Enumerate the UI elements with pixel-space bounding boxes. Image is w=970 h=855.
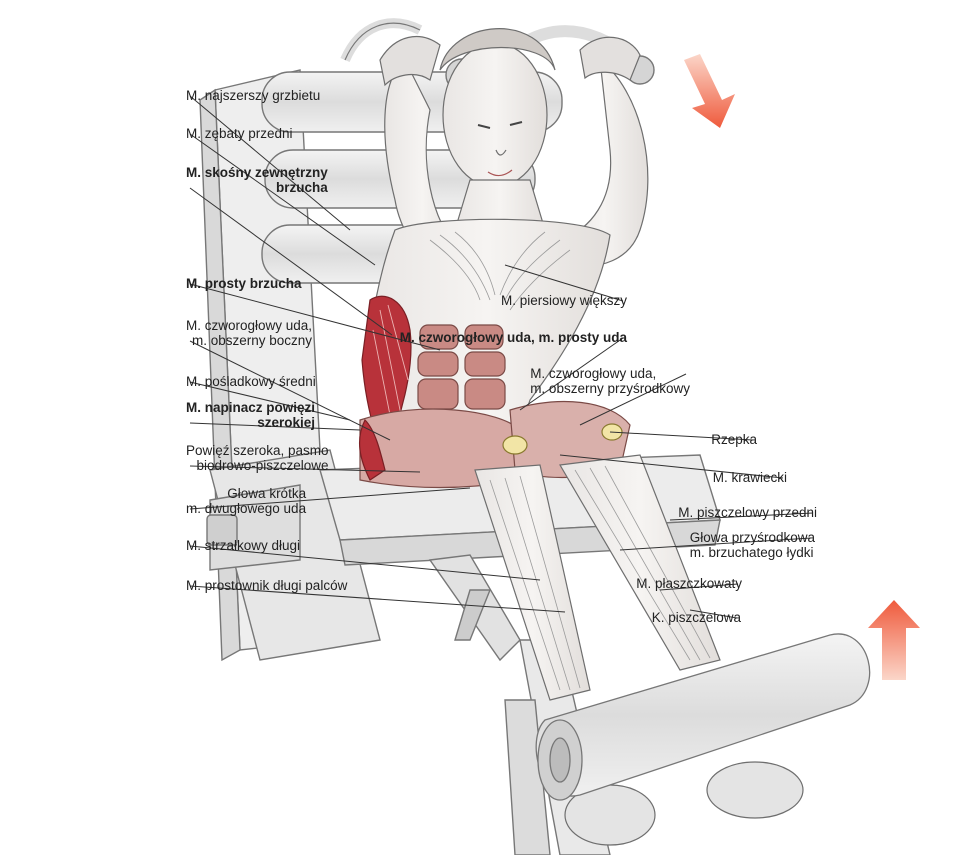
leader-pectoralis [504, 264, 624, 302]
label-rectus-abd: M. prosty brzucha [186, 276, 302, 291]
label-peroneus-line: M. strzałkowy długi [186, 538, 301, 553]
leader-obliquus [189, 187, 393, 336]
label-pectoralis: M. piersiowy większy [501, 293, 627, 308]
label-tib-ant: M. piszczelowy przedni [678, 505, 817, 520]
label-biceps-fem-line: Głowa krótka [227, 486, 307, 501]
label-gluteus-med: M. pośladkowy średni [186, 374, 316, 389]
leader-serratus [189, 133, 376, 266]
leader-it-band [189, 465, 421, 473]
label-sartorius-line: M. krawiecki [712, 470, 787, 485]
leader-tensor [189, 422, 361, 431]
label-vastus-med-line: m. obszerny przyśrodkowy [530, 381, 690, 396]
label-sartorius: M. krawiecki [713, 470, 787, 485]
leader-lines [189, 95, 814, 619]
leader-sartorius [559, 454, 784, 479]
label-tibia-line: K. piszczelowa [651, 610, 741, 625]
label-rectus-abd-line: M. prosty brzucha [186, 276, 302, 291]
label-tibia: K. piszczelowa [652, 610, 741, 625]
leader-tib-ant [669, 512, 814, 521]
label-tib-ant-line: M. piszczelowy przedni [678, 505, 817, 520]
label-obliquus-line: M. skośny zewnętrzny [186, 165, 328, 180]
label-gastroc-line: m. brzuchatego łydki [689, 545, 814, 560]
leader-rectus-fem [519, 337, 624, 411]
leader-gluteus-med [189, 381, 351, 421]
label-gastroc-line: Głowa przyśrodkowa [689, 530, 815, 545]
label-pectoralis-line: M. piersiowy większy [500, 293, 627, 308]
label-tensor-line: M. napinacz powięzi [186, 400, 316, 415]
label-peroneus: M. strzałkowy długi [186, 538, 300, 553]
leader-peroneus [189, 545, 541, 581]
leader-latissimus [189, 95, 351, 231]
ankle-roller [535, 633, 871, 801]
leader-ext-digit [189, 585, 566, 613]
leader-soleus [659, 583, 739, 591]
label-soleus: M. płaszczkowaty [636, 576, 742, 591]
label-vastus-med-line: M. czworogłowy uda, [530, 366, 657, 381]
label-vastus-lat-line: M. czworogłowy uda, [186, 318, 313, 333]
label-rectus-fem-line: M. czworogłowy uda, m. prosty uda [399, 330, 627, 345]
label-tensor-line: szerokiej [257, 415, 316, 430]
figure-body [359, 28, 804, 846]
label-vastus-med: M. czworogłowy uda,m. obszerny przyśrodk… [530, 366, 690, 396]
leader-vastus-med [579, 373, 687, 426]
leader-rectus-abd [189, 283, 441, 351]
label-serratus-line: M. zębaty przedni [186, 126, 293, 141]
label-biceps-fem-line: m. dwugłowego uda [186, 501, 307, 516]
label-ext-digit: M. prostownik długi palców [186, 578, 347, 593]
label-rectus-fem: M. czworogłowy uda, m. prosty uda [400, 330, 627, 345]
leader-vastus-lat [189, 340, 391, 441]
label-it-band-line: biodrowo-piszczelowe [196, 458, 329, 473]
label-vastus-lat-line: m. obszerny boczny [192, 333, 313, 348]
label-serratus: M. zębaty przedni [186, 126, 293, 141]
label-obliquus-line: brzucha [276, 180, 328, 195]
arrow-up-icon [868, 600, 920, 680]
label-soleus-line: M. płaszczkowaty [636, 576, 742, 591]
label-it-band-line: Powięź szeroka, pasmo [186, 443, 329, 458]
label-gluteus-med-line: M. pośladkowy średni [186, 374, 316, 389]
label-latissimus: M. najszerszy grzbietu [186, 88, 320, 103]
label-patella-line: Rzepka [711, 432, 757, 447]
leader-gastroc [619, 537, 812, 551]
label-latissimus-line: M. najszerszy grzbietu [186, 88, 321, 103]
leader-patella [609, 431, 754, 441]
leader-biceps-fem [189, 487, 471, 510]
leader-tibia [689, 609, 738, 619]
label-patella: Rzepka [711, 432, 757, 447]
label-vastus-lat: M. czworogłowy uda,m. obszerny boczny [186, 318, 312, 348]
arrow-down-icon [684, 54, 735, 128]
label-ext-digit-line: M. prostownik długi palców [186, 578, 348, 593]
